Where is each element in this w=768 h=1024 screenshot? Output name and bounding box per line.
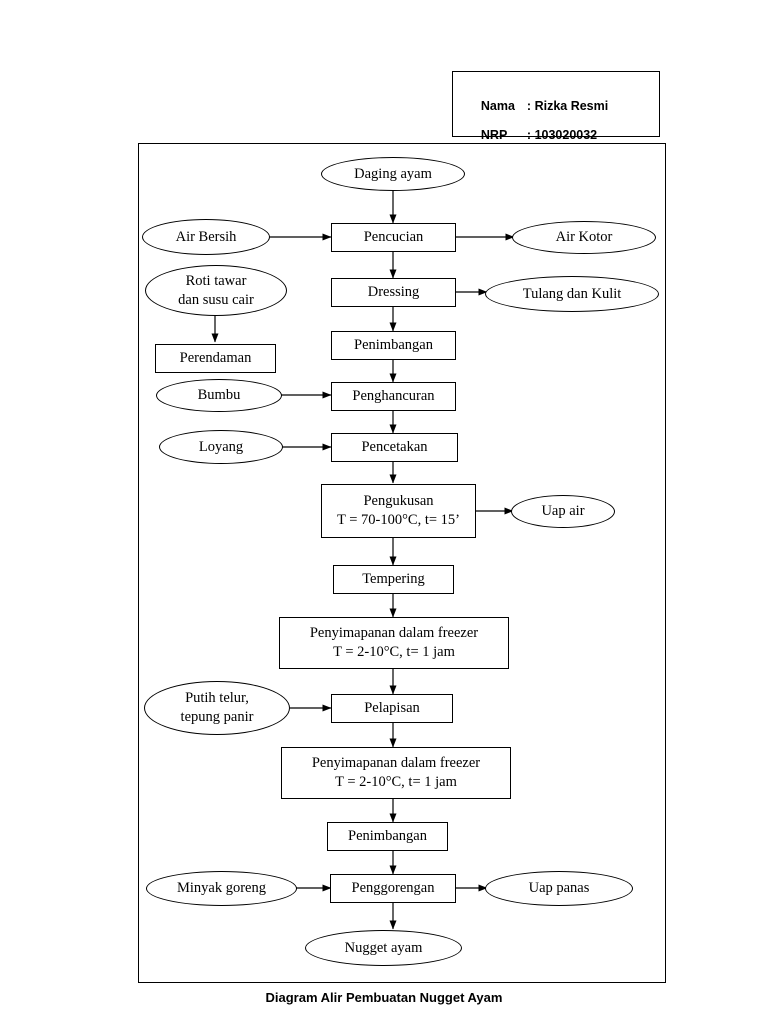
node-penggorengan: Penggorengan (330, 874, 456, 903)
node-tulang-dan-kulit: Tulang dan Kulit (485, 276, 659, 312)
identity-name-value: Rizka Resmi (534, 99, 609, 113)
node-uap-air: Uap air (511, 495, 615, 528)
node-label-line-1: Penyimapanan dalam freezer (311, 755, 481, 772)
node-label: Penggorengan (351, 880, 435, 897)
node-label-line-1: Penyimapanan dalam freezer (309, 625, 479, 642)
node-penimbangan-2: Penimbangan (327, 822, 448, 851)
node-penimbangan-1: Penimbangan (331, 331, 456, 360)
node-label: Penimbangan (354, 337, 433, 354)
diagram-frame (138, 143, 666, 983)
node-label-line-2: tepung panir (180, 709, 254, 725)
node-label: Uap air (541, 503, 585, 520)
node-penyimpanan-freezer-2: Penyimapanan dalam freezer T = 2-10°C, t… (281, 747, 511, 799)
identity-nrp-separator: : (526, 128, 532, 142)
node-air-bersih: Air Bersih (142, 219, 270, 255)
node-uap-panas: Uap panas (485, 871, 633, 906)
node-tempering: Tempering (333, 565, 454, 594)
node-nugget-ayam: Nugget ayam (305, 930, 462, 966)
node-label-line-2: dan susu cair (178, 291, 254, 308)
node-perendaman: Perendaman (155, 344, 276, 373)
node-label: Uap panas (528, 880, 590, 897)
node-label: Minyak goreng (177, 880, 266, 897)
identity-name-label: Nama (480, 99, 515, 113)
node-label: Pencucian (363, 229, 424, 246)
node-label: Dressing (367, 284, 420, 301)
node-bumbu: Bumbu (156, 379, 282, 412)
node-roti-tawar-dan-susu-cair: Roti tawar dan susu cair (145, 265, 287, 316)
node-dressing: Dressing (331, 278, 456, 307)
node-label: Air Kotor (555, 229, 613, 246)
node-label-line-1: Roti tawar (185, 272, 247, 289)
node-label: Pencetakan (361, 439, 428, 456)
node-label: Air Bersih (175, 228, 237, 245)
node-air-kotor: Air Kotor (512, 221, 656, 254)
identity-name-separator: : (526, 99, 532, 113)
node-label: Bumbu (197, 387, 241, 404)
identity-nrp-row: NRP: 103020032 (467, 114, 597, 156)
node-penyimpanan-freezer-1: Penyimapanan dalam freezer T = 2-10°C, t… (279, 617, 509, 669)
node-label: Tulang dan Kulit (522, 285, 622, 302)
node-label: Tempering (362, 571, 425, 588)
node-label: Nugget ayam (344, 939, 423, 956)
identity-box: Nama: Rizka Resmi NRP: 103020032 (452, 71, 660, 142)
node-minyak-goreng: Minyak goreng (146, 871, 297, 906)
node-label: Penimbangan (348, 828, 427, 845)
node-label-line-1: Putih telur, (185, 690, 249, 707)
node-label: Perendaman (179, 350, 252, 367)
node-label-line-2: T = 70-100°C, t= 15’ (337, 512, 460, 528)
node-loyang: Loyang (159, 430, 283, 464)
identity-name-row: Nama: Rizka Resmi (467, 85, 608, 127)
node-label-line-2: T = 2-10°C, t= 1 jam (335, 774, 457, 790)
node-label: Loyang (198, 438, 244, 455)
node-pencetakan: Pencetakan (331, 433, 458, 462)
identity-nrp-value: 103020032 (534, 128, 598, 142)
node-pelapisan: Pelapisan (331, 694, 453, 723)
node-label: Penghancuran (352, 388, 435, 405)
node-label: Pelapisan (364, 700, 420, 717)
identity-nrp-label: NRP (480, 128, 508, 142)
node-label-line-1: Pengukusan (363, 493, 434, 510)
diagram-caption: Diagram Alir Pembuatan Nugget Ayam (265, 990, 503, 1005)
node-penghancuran: Penghancuran (331, 382, 456, 411)
node-pengukusan: Pengukusan T = 70-100°C, t= 15’ (321, 484, 476, 538)
node-label-line-2: T = 2-10°C, t= 1 jam (333, 644, 455, 660)
node-putih-telur-tepung-panir: Putih telur, tepung panir (144, 681, 290, 735)
node-label: Daging ayam (354, 165, 432, 182)
node-pencucian: Pencucian (331, 223, 456, 252)
node-daging-ayam: Daging ayam (321, 157, 465, 191)
